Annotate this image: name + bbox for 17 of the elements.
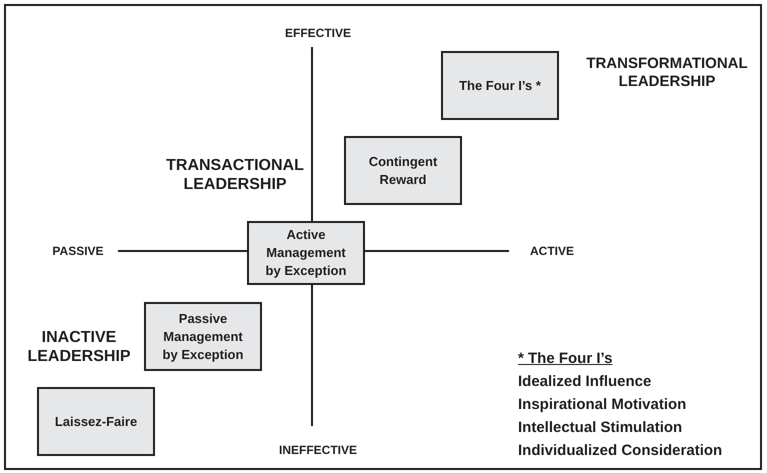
axis-label: INEFFECTIVE	[278, 443, 358, 458]
footnote-item: Intellectual Stimulation	[518, 419, 682, 437]
footnote-item: Individualized Consideration	[518, 442, 722, 460]
category-box: Contingent Reward	[344, 136, 462, 205]
footnote-item: Idealized Influence	[518, 373, 652, 391]
quadrant-label: TRANSFORMATIONAL LEADERSHIP	[585, 55, 749, 91]
category-box: The Four I’s *	[441, 51, 559, 120]
category-box: Active Management by Exception	[247, 221, 365, 285]
category-box: Passive Management by Exception	[144, 302, 262, 371]
axis-label: EFFECTIVE	[284, 26, 352, 41]
category-box: Laissez-Faire	[37, 387, 155, 456]
footnote-heading: * The Four I’s	[518, 350, 612, 368]
axis-label: PASSIVE	[51, 244, 105, 259]
footnote-item: Inspirational Motivation	[518, 396, 686, 414]
quadrant-label: INACTIVE LEADERSHIP	[26, 328, 132, 366]
axis-label: ACTIVE	[528, 244, 575, 259]
quadrant-label: TRANSACTIONAL LEADERSHIP	[165, 156, 305, 194]
